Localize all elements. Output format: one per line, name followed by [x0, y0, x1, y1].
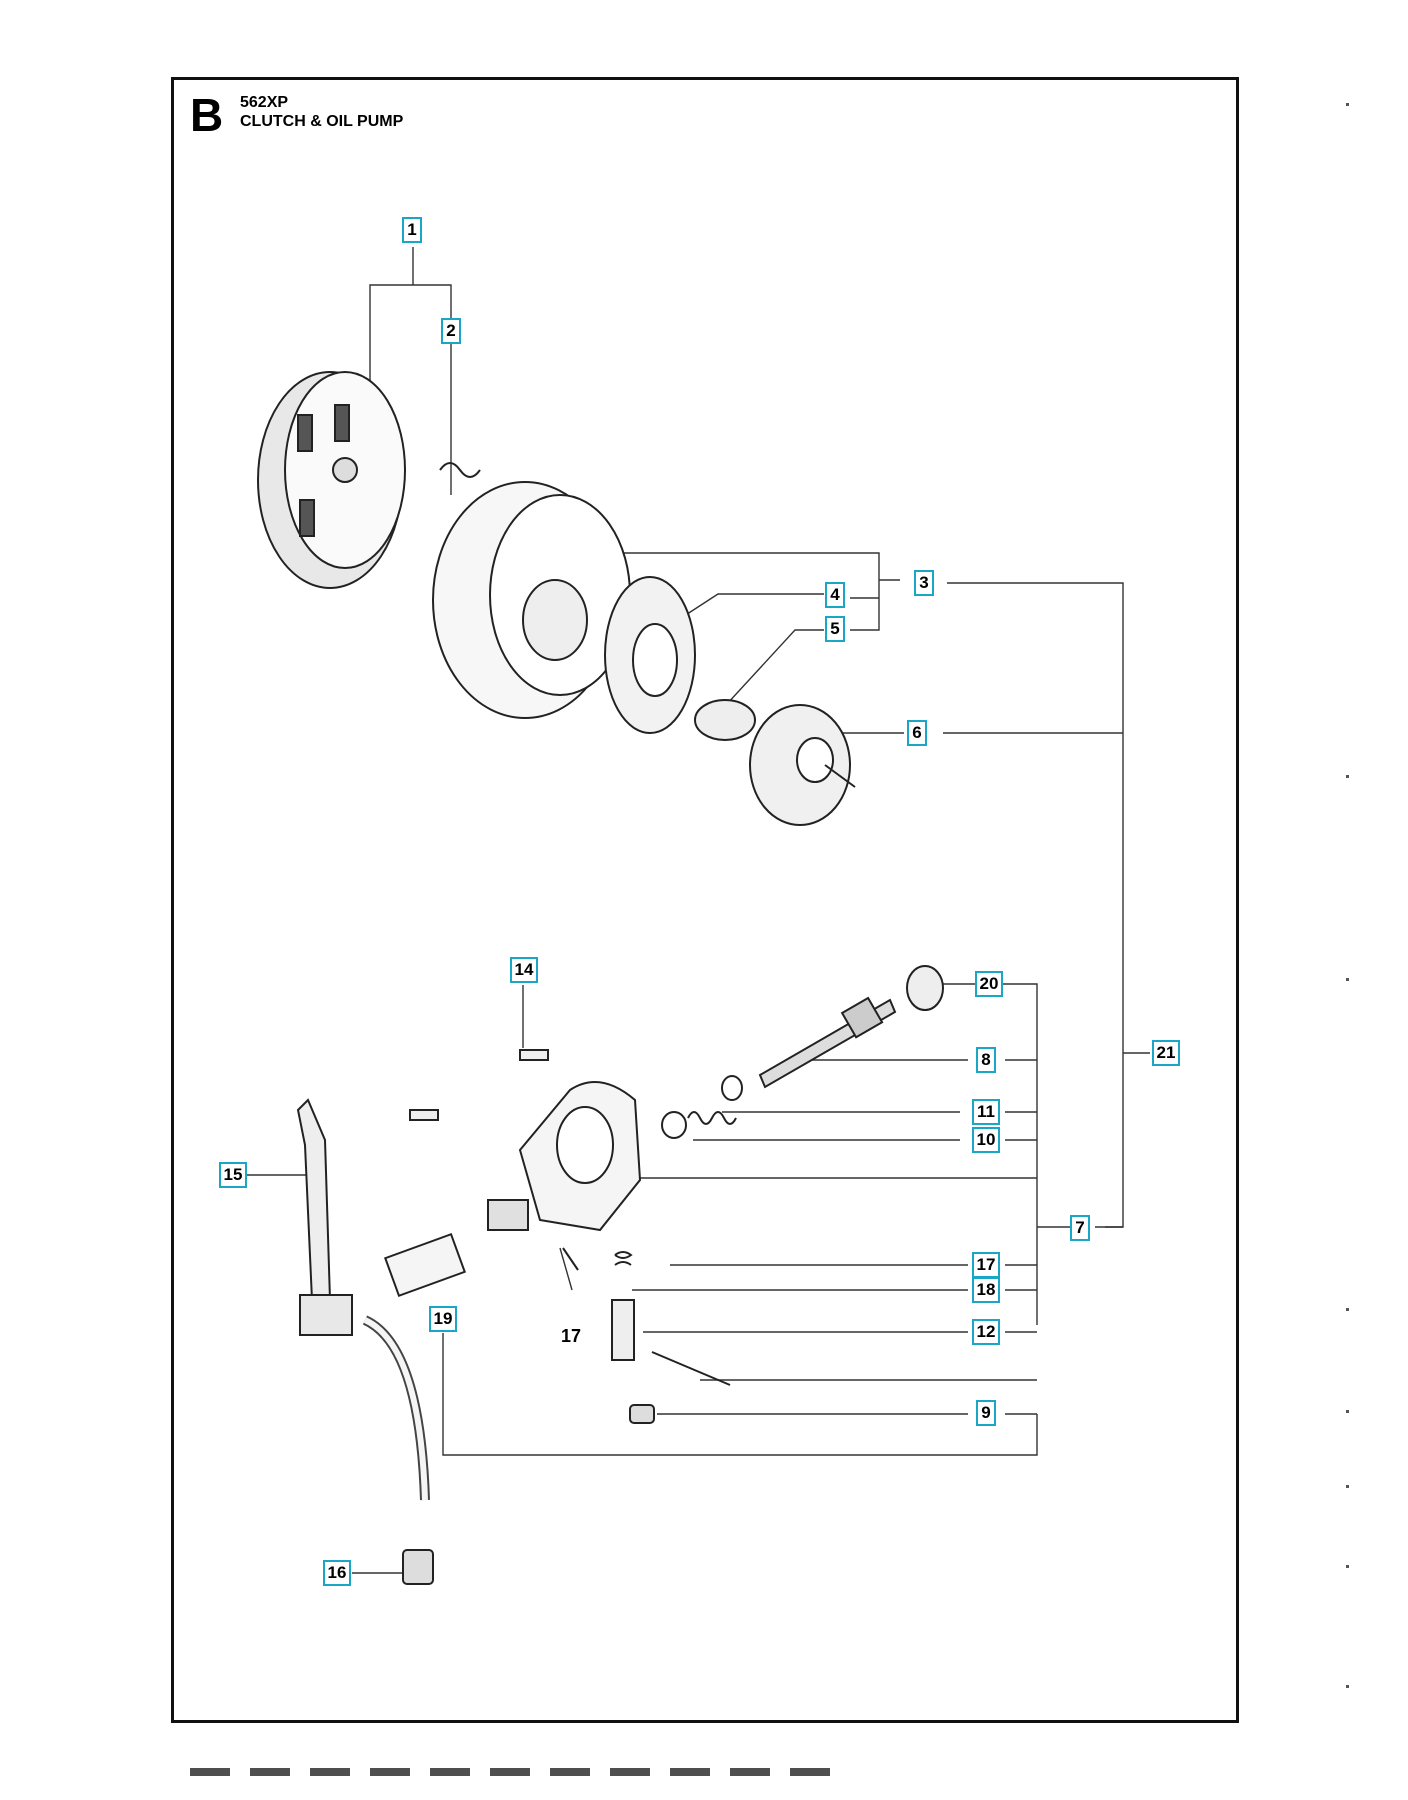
section-letter: B	[190, 89, 224, 141]
leader-3	[612, 552, 900, 631]
callout-14[interactable]: 14	[510, 957, 538, 983]
leader-17l	[559, 1247, 573, 1291]
diagram-title: CLUTCH & OIL PUMP	[240, 113, 404, 130]
leader-19	[442, 1333, 1038, 1456]
leader-5	[725, 629, 824, 706]
margin-mark	[1346, 1410, 1349, 1413]
callout-5[interactable]: 5	[825, 616, 845, 642]
clutch-assembly	[257, 371, 856, 826]
callout-10[interactable]: 10	[972, 1127, 1000, 1153]
margin-mark	[1346, 1685, 1349, 1688]
callout-1[interactable]: 1	[402, 217, 422, 243]
callout-9[interactable]: 9	[976, 1400, 996, 1426]
leader-4	[677, 593, 824, 621]
callout-15[interactable]: 15	[219, 1162, 247, 1188]
model-name: 562XP	[240, 94, 289, 111]
footer-text-strip	[190, 1768, 850, 1776]
label-17-left: 17	[561, 1326, 582, 1346]
oil-pump-assembly	[296, 965, 944, 1585]
callout-2[interactable]: 2	[441, 318, 461, 344]
callout-4[interactable]: 4	[825, 582, 845, 608]
callout-17[interactable]: 17	[972, 1252, 1000, 1278]
leader-1	[369, 247, 452, 495]
callout-8[interactable]: 8	[976, 1047, 996, 1073]
margin-mark	[1346, 775, 1349, 778]
margin-mark	[1346, 1308, 1349, 1311]
margin-mark	[1346, 1485, 1349, 1488]
callout-21[interactable]: 21	[1152, 1040, 1180, 1066]
callout-19[interactable]: 19	[429, 1306, 457, 1332]
callout-12[interactable]: 12	[972, 1319, 1000, 1345]
callout-6[interactable]: 6	[907, 720, 927, 746]
callout-16[interactable]: 16	[323, 1560, 351, 1586]
margin-mark	[1346, 978, 1349, 981]
callout-20[interactable]: 20	[975, 971, 1003, 997]
margin-mark	[1346, 1565, 1349, 1568]
callout-11[interactable]: 11	[972, 1099, 1000, 1125]
diagram-frame	[171, 77, 1239, 1723]
callout-3[interactable]: 3	[914, 570, 934, 596]
callout-7[interactable]: 7	[1070, 1215, 1090, 1241]
margin-mark	[1346, 103, 1349, 106]
leader-20	[937, 983, 1038, 1325]
callout-18[interactable]: 18	[972, 1277, 1000, 1303]
